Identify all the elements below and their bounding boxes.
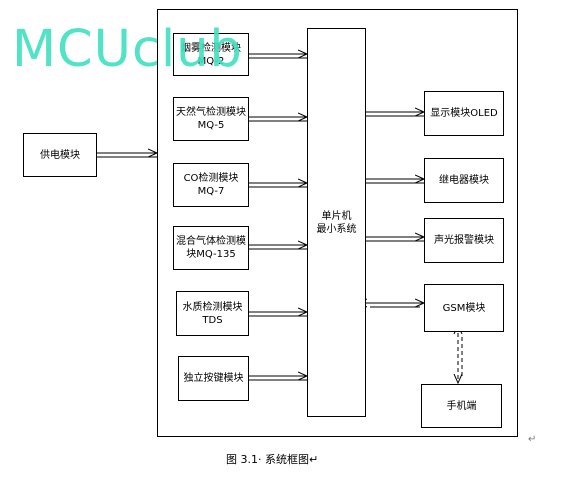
arrow-sensor-3: [249, 183, 307, 188]
arrow-gsm-bidirectional: [366, 303, 424, 308]
arrow-sensor-2: [249, 117, 307, 122]
output-module-alarm: 声光报警模块: [424, 218, 504, 263]
output-module-label: 声光报警模块: [434, 235, 494, 246]
sensor-module-label: CO检测模块MQ-7: [183, 173, 239, 197]
arrow-sensor-5: [249, 312, 307, 317]
gsm-module: GSM模块: [424, 284, 504, 332]
phone-terminal: 手机端: [421, 384, 502, 428]
arrow-output-alarm: [366, 237, 424, 242]
arrow-sensor-1: [249, 54, 307, 59]
phone-terminal-label: 手机端: [446, 400, 477, 412]
arrow-gsm-phone-dashed: [458, 333, 463, 383]
power-module-label: 供电模块: [40, 149, 80, 161]
key-module: 独立按键模块: [178, 356, 249, 401]
arrow-sensor-6: [249, 376, 307, 381]
mcu-minimum-system: 单片机 最小系统: [307, 28, 366, 417]
output-module-oled: 显示模块OLED: [424, 91, 504, 136]
arrow-output-oled: [366, 112, 424, 117]
sensor-module-smoke: 烟雾检测模块 MQ-2: [173, 33, 249, 76]
sensor-module-label: 烟雾检测模块 MQ-2: [181, 42, 241, 67]
power-module: 供电模块: [23, 133, 97, 177]
gsm-module-label: GSM模块: [442, 302, 486, 314]
sensor-module-water-quality: 水质检测模块 TDS: [176, 291, 249, 336]
sensor-module-natural-gas: 天然气检测模块 MQ-5: [173, 97, 249, 141]
output-module-label: 继电器模块: [439, 175, 489, 186]
output-module-label: 显示模块OLED: [430, 108, 498, 119]
mcuclub-watermark: MCUclub: [12, 20, 243, 79]
arrow-output-relay: [366, 179, 424, 184]
sensor-module-mixed-gas: 混合气体检测模 块MQ-135: [173, 226, 249, 270]
figure-caption: 图 3.1· 系统框图↵: [226, 453, 319, 466]
sensor-module-label: 混合气体检测模 块MQ-135: [176, 236, 246, 260]
key-module-label: 独立按键模块: [183, 373, 244, 384]
paragraph-mark: ↵: [528, 434, 537, 445]
sensor-module-label: 水质检测模块 TDS: [182, 301, 243, 326]
arrow-power: [97, 153, 157, 158]
output-module-relay: 继电器模块: [424, 158, 504, 203]
arrow-sensor-4: [249, 245, 307, 250]
mcu-label: 单片机 最小系统: [316, 210, 357, 235]
system-frame: [157, 9, 518, 437]
sensor-module-label: 天然气检测模块 MQ-5: [176, 107, 246, 131]
sensor-module-co: CO检测模块MQ-7: [173, 163, 249, 207]
